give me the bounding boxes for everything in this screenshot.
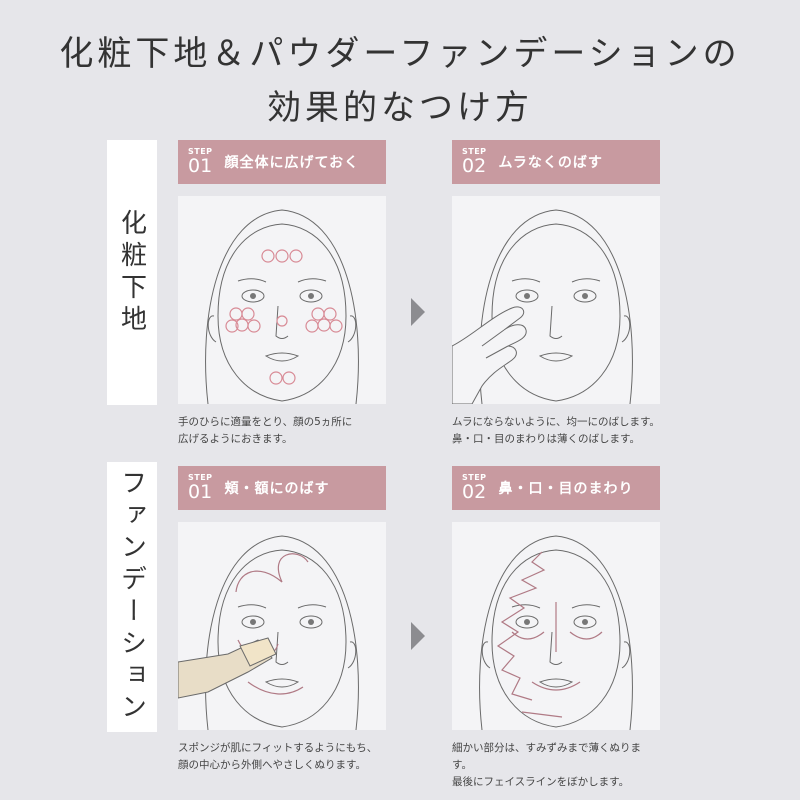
page-title-line2: 効果的なつけ方	[267, 88, 533, 128]
face-dots-illustration	[205, 209, 359, 404]
face-zigzag-illustration	[479, 535, 633, 730]
step-caption: 手のひらに適量をとり、顔の5ヵ所に 広げるようにおきます。	[178, 416, 353, 445]
step-word: STEP	[188, 147, 213, 156]
step-caption: ムラにならないように、均一にのばします。 鼻・口・目のまわりは薄くのばします。	[452, 416, 660, 445]
step-bar: STEP 02 鼻・口・目のまわり	[452, 466, 660, 510]
foundation-step1-panel: STEP 01 頬・額にのばす	[178, 466, 386, 774]
face-illustration	[178, 196, 386, 404]
step-caption: スポンジが肌にフィットするようにもち、 顔の中心から外側へやさしくぬります。	[178, 742, 378, 771]
step-word: STEP	[462, 473, 487, 482]
step-bar: STEP 02 ムラなくのばす	[452, 140, 660, 184]
primer-step1-panel: STEP 01 顔全体に広げておく	[178, 140, 386, 448]
step-bar: STEP 01 頬・額にのばす	[178, 466, 386, 510]
step-number: 02	[462, 481, 487, 503]
step-heading: 顔全体に広げておく	[224, 155, 360, 171]
step-heading: ムラなくのばす	[498, 155, 603, 171]
step-caption: 細かい部分は、すみずみまで薄くぬります。 最後にフェイスラインをぼかします。	[452, 742, 641, 788]
face-illustration	[452, 196, 660, 404]
primer-step2-panel: STEP 02 ムラなくのばす	[452, 140, 660, 448]
face-hand-illustration	[452, 209, 633, 404]
face-illustration	[178, 522, 386, 730]
step-number: 01	[188, 481, 213, 503]
step-number: 01	[188, 155, 213, 177]
step-word: STEP	[188, 473, 213, 482]
section-label-text: ファンデーション	[116, 469, 147, 725]
face-sponge-illustration	[178, 535, 359, 730]
section-label-text: 化粧下地	[116, 208, 147, 337]
section-label-primer: 化粧下地	[107, 140, 157, 405]
page-title-line1: 化粧下地＆パウダーファンデーションの	[59, 34, 741, 74]
step-bar: STEP 01 顔全体に広げておく	[178, 140, 386, 184]
step-word: STEP	[462, 147, 487, 156]
step-number: 02	[462, 155, 487, 177]
section-label-foundation: ファンデーション	[107, 462, 157, 732]
next-arrow-icon	[411, 298, 425, 326]
step-heading: 頬・額にのばす	[224, 481, 330, 497]
next-arrow-icon	[411, 622, 425, 650]
foundation-step2-panel: STEP 02 鼻・口・目のまわり	[452, 466, 660, 791]
step-heading: 鼻・口・目のまわり	[498, 481, 634, 497]
face-illustration	[452, 522, 660, 730]
